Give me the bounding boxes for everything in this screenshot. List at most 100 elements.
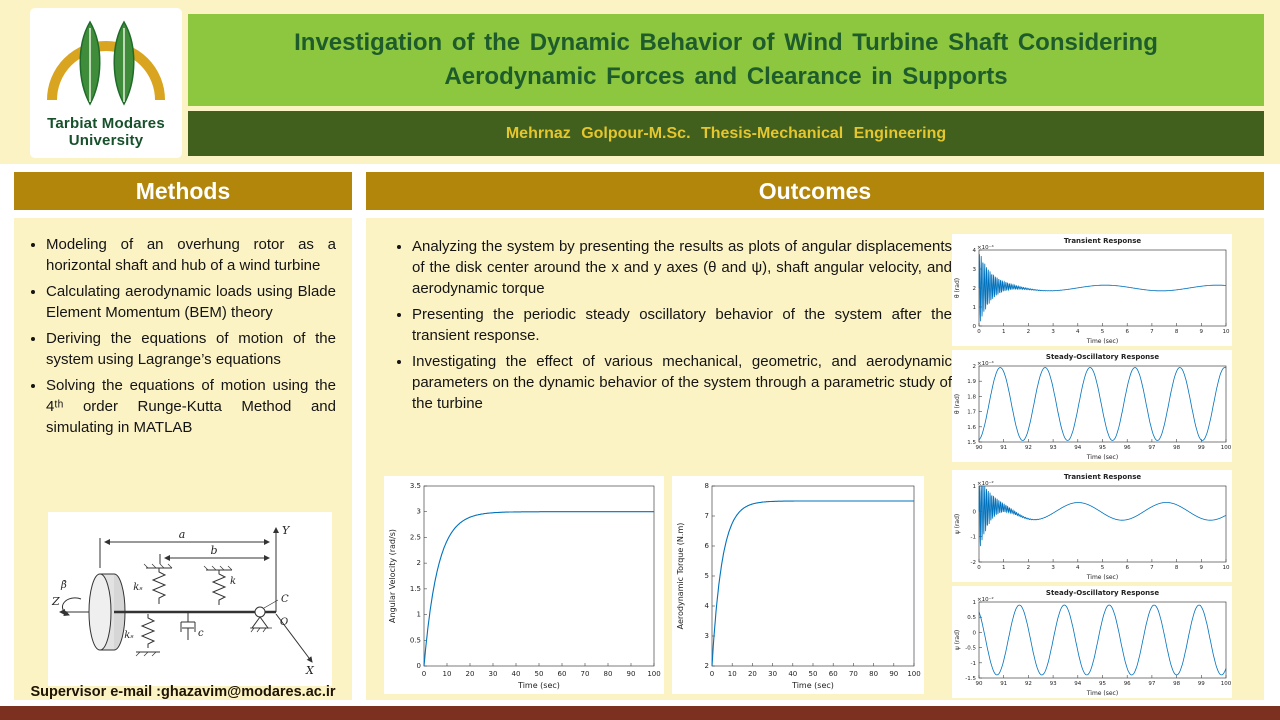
svg-text:2.5: 2.5 xyxy=(410,533,421,541)
svg-text:1.5: 1.5 xyxy=(967,440,976,446)
svg-text:×10⁻²: ×10⁻² xyxy=(977,596,994,603)
svg-text:Time (sec): Time (sec) xyxy=(1086,690,1118,697)
svg-text:100: 100 xyxy=(1221,681,1232,687)
svg-text:0: 0 xyxy=(710,670,714,678)
svg-text:60: 60 xyxy=(829,670,838,678)
svg-text:92: 92 xyxy=(1025,445,1032,451)
svg-text:2: 2 xyxy=(417,559,421,567)
svg-text:40: 40 xyxy=(788,670,797,678)
rotor-schematic: a b Y Z X kₛ kₛ k c C O β̇ xyxy=(48,512,332,686)
svg-text:90: 90 xyxy=(889,670,898,678)
svg-text:-1: -1 xyxy=(971,661,976,667)
outcomes-list: Analyzing the system by presenting the r… xyxy=(390,236,952,419)
svg-text:2: 2 xyxy=(973,364,977,370)
svg-text:3: 3 xyxy=(705,632,709,640)
header-band: Tarbiat Modares University Investigation… xyxy=(0,0,1280,164)
svg-text:3: 3 xyxy=(973,267,977,273)
svg-text:8: 8 xyxy=(705,482,709,490)
svg-text:1: 1 xyxy=(973,484,977,490)
svg-text:8: 8 xyxy=(1175,329,1179,335)
svg-text:20: 20 xyxy=(748,670,757,678)
svg-text:9: 9 xyxy=(1200,565,1204,571)
svg-text:1.5: 1.5 xyxy=(410,585,421,593)
supervisor-email: Supervisor e-mail :ghazavim@modares.ac.i… xyxy=(30,684,336,700)
x-axis-label: X xyxy=(305,664,315,677)
svg-text:98: 98 xyxy=(1173,445,1180,451)
svg-text:Time (sec): Time (sec) xyxy=(1086,454,1118,461)
list-item: Presenting the periodic steady oscillato… xyxy=(412,304,952,346)
author-bar: Mehrnaz Golpour-M.Sc. Thesis-Mechanical … xyxy=(188,111,1264,156)
svg-text:0: 0 xyxy=(977,565,981,571)
list-item: Modeling of an overhung rotor as a horiz… xyxy=(46,234,336,276)
svg-text:Time (sec): Time (sec) xyxy=(1086,338,1118,345)
svg-text:4: 4 xyxy=(1076,329,1080,335)
svg-text:80: 80 xyxy=(869,670,878,678)
svg-text:2: 2 xyxy=(705,662,709,670)
outcomes-heading: Outcomes xyxy=(758,177,872,204)
svg-text:100: 100 xyxy=(907,670,920,678)
spring-ks-top-label: kₛ xyxy=(133,582,142,593)
svg-text:10: 10 xyxy=(1223,329,1230,335)
svg-text:1.9: 1.9 xyxy=(967,379,976,385)
svg-text:3: 3 xyxy=(417,508,421,516)
svg-text:ψ (rad): ψ (rad) xyxy=(954,514,961,535)
svg-text:99: 99 xyxy=(1198,681,1205,687)
origin-o-label: O xyxy=(280,617,288,628)
svg-text:100: 100 xyxy=(647,670,660,678)
svg-text:30: 30 xyxy=(768,670,777,678)
svg-text:1: 1 xyxy=(973,305,977,311)
list-item: Investigating the effect of various mech… xyxy=(412,351,952,414)
svg-text:Angular Velocity (rad/s): Angular Velocity (rad/s) xyxy=(388,529,397,623)
svg-text:5: 5 xyxy=(705,572,709,580)
svg-text:1.6: 1.6 xyxy=(967,425,976,431)
list-item: Solving the equations of motion using th… xyxy=(46,375,336,438)
svg-text:4: 4 xyxy=(705,602,710,610)
svg-text:91: 91 xyxy=(1000,681,1007,687)
svg-text:92: 92 xyxy=(1025,681,1032,687)
bearing-c-label: C xyxy=(281,594,289,605)
svg-text:3: 3 xyxy=(1051,329,1055,335)
svg-text:6: 6 xyxy=(1125,329,1129,335)
svg-text:4: 4 xyxy=(1076,565,1080,571)
outcomes-section-header: Outcomes xyxy=(366,172,1264,210)
svg-text:10: 10 xyxy=(443,670,452,678)
logo-text-line2: University xyxy=(68,132,144,150)
damper-c-label: c xyxy=(198,628,204,639)
svg-text:10: 10 xyxy=(1223,565,1230,571)
svg-text:5: 5 xyxy=(1101,329,1105,335)
svg-text:1: 1 xyxy=(1002,329,1006,335)
svg-text:70: 70 xyxy=(849,670,858,678)
svg-text:×10⁻⁴: ×10⁻⁴ xyxy=(977,244,995,251)
svg-text:Transient Response: Transient Response xyxy=(1064,473,1142,481)
footer-bar xyxy=(0,706,1280,720)
svg-text:1: 1 xyxy=(1002,565,1006,571)
svg-text:Time (sec): Time (sec) xyxy=(517,681,560,690)
svg-text:97: 97 xyxy=(1148,681,1155,687)
svg-text:Time (sec): Time (sec) xyxy=(791,681,834,690)
svg-text:94: 94 xyxy=(1074,445,1081,451)
list-item: Calculating aerodynamic loads using Blad… xyxy=(46,281,336,323)
svg-text:1.8: 1.8 xyxy=(967,394,976,400)
svg-text:8: 8 xyxy=(1175,565,1179,571)
svg-text:1: 1 xyxy=(417,611,421,619)
svg-text:10: 10 xyxy=(728,670,737,678)
svg-text:20: 20 xyxy=(466,670,475,678)
svg-text:Time (sec): Time (sec) xyxy=(1086,574,1118,581)
svg-text:2: 2 xyxy=(1027,565,1031,571)
svg-text:90: 90 xyxy=(976,681,983,687)
svg-text:40: 40 xyxy=(512,670,521,678)
dim-b-label: b xyxy=(210,544,217,557)
y-axis-label: Y xyxy=(282,524,291,537)
svg-text:7: 7 xyxy=(1150,329,1154,335)
methods-list: Modeling of an overhung rotor as a horiz… xyxy=(14,218,352,438)
svg-text:9: 9 xyxy=(1200,329,1204,335)
svg-text:2: 2 xyxy=(973,286,977,292)
svg-text:0: 0 xyxy=(973,630,977,636)
svg-text:1: 1 xyxy=(973,600,977,606)
svg-text:0: 0 xyxy=(417,662,421,670)
svg-text:×10⁻²: ×10⁻² xyxy=(977,480,994,487)
svg-text:50: 50 xyxy=(809,670,818,678)
